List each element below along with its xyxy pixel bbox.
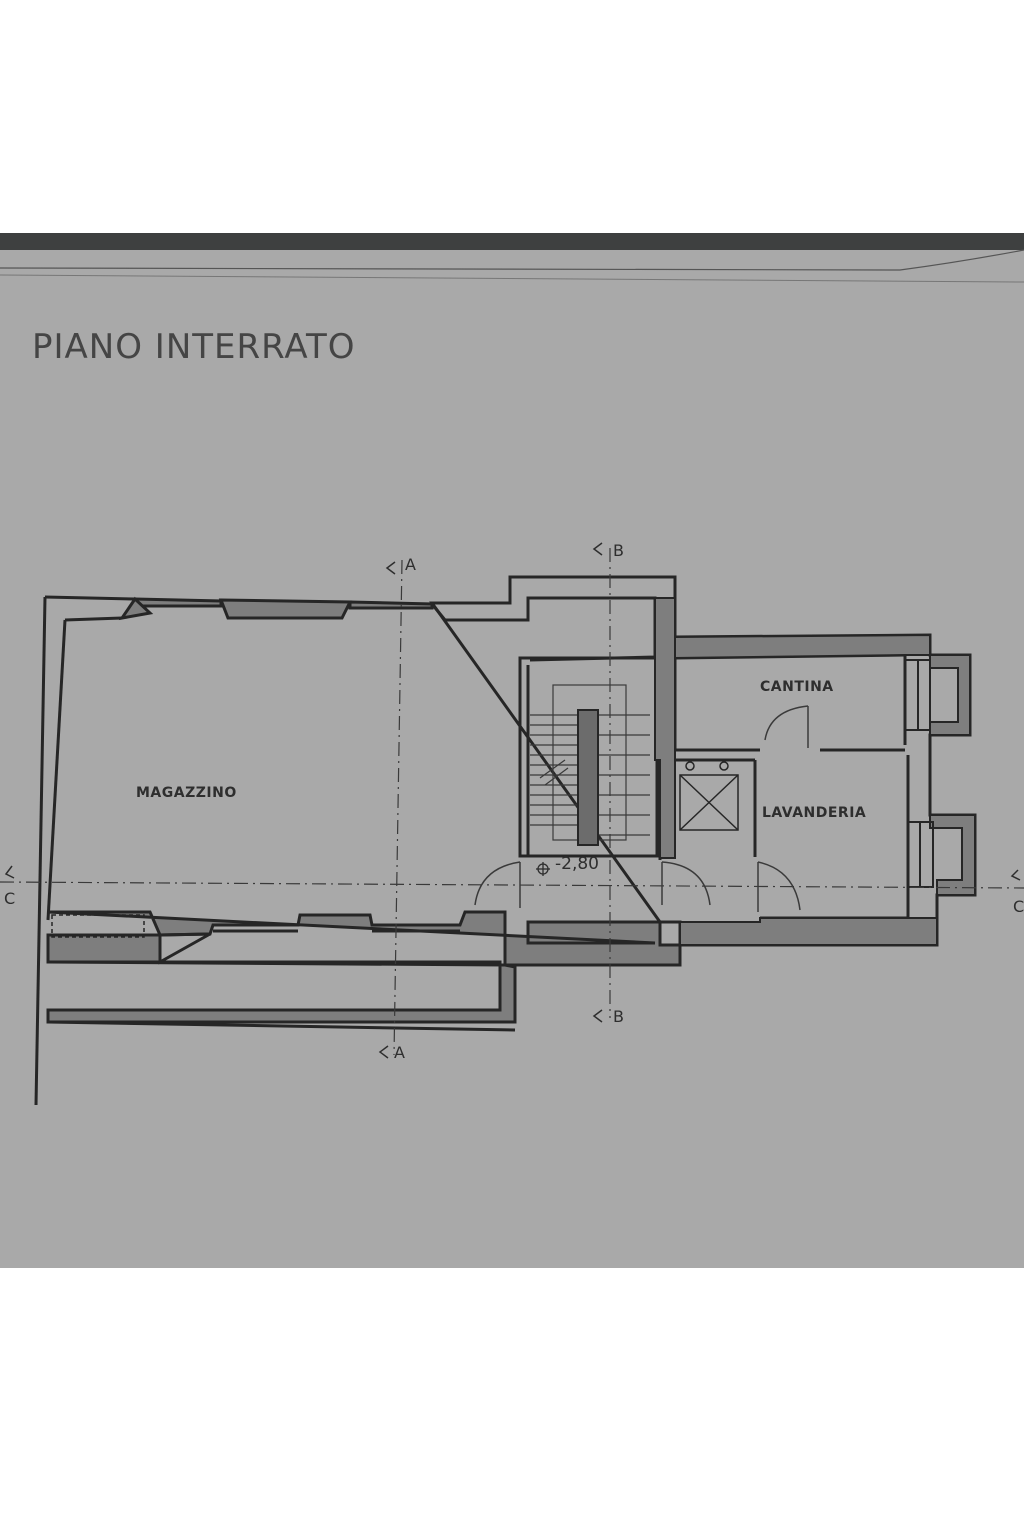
section-mark-b-bottom: B (613, 1007, 624, 1026)
wall-fill (654, 597, 976, 946)
room-label-cantina: CANTINA (760, 679, 834, 695)
level-marker-icon (536, 862, 550, 876)
border-line (0, 249, 1024, 271)
elevator (679, 761, 739, 831)
paper (0, 250, 1024, 1268)
section-arrows (4, 542, 1021, 1059)
room-label-lavanderia: LAVANDERIA (762, 805, 866, 821)
staircase (530, 684, 650, 841)
border-line (0, 274, 1024, 283)
room-label-magazzino: MAGAZZINO (136, 785, 237, 801)
stair-well (577, 709, 599, 846)
section-lines (0, 548, 1024, 1056)
section-mark-c-left: C (4, 889, 15, 908)
section-mark-c-right: C (1013, 897, 1024, 916)
section-mark-b-top: B (613, 541, 624, 560)
dashed-outline (51, 914, 145, 938)
section-mark-a-top: A (405, 555, 416, 574)
section-mark-a-bottom: A (394, 1043, 405, 1062)
level-mark: -2,80 (555, 854, 599, 874)
drawing-title: PIANO INTERRATO (32, 327, 356, 367)
paper-curl (0, 236, 1024, 250)
bay-windows (904, 659, 934, 888)
